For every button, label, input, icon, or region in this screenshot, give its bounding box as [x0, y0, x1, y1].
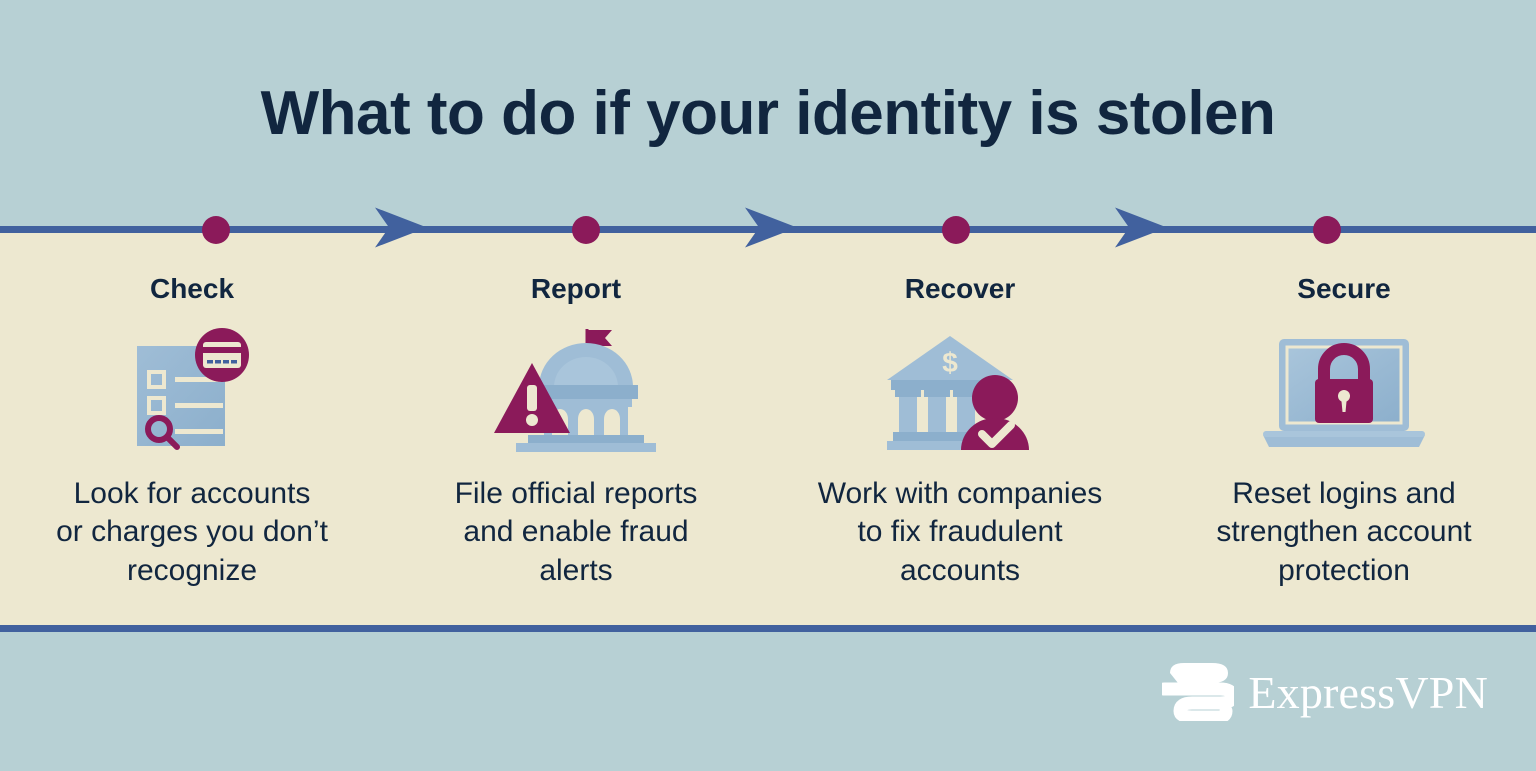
step-text-line: File official reports [454, 476, 698, 510]
step-recover: Recover $ [768, 226, 1152, 590]
expressvpn-wordmark: ExpressVPN [1248, 666, 1488, 718]
step-text-line: strengthen account [1216, 515, 1472, 549]
divider-rule-bottom [0, 625, 1536, 632]
step-label-check: Check [149, 273, 235, 304]
step-label-recover: Recover [904, 273, 1016, 304]
step-text-line: to fix fraudulent [857, 515, 1063, 549]
step-text-recover: Work with companies to fix fraudulent ac… [782, 475, 1138, 590]
step-text-secure: Reset logins and strengthen account prot… [1166, 475, 1522, 590]
step-text-line: Look for accounts [73, 476, 311, 510]
svg-text:$: $ [942, 347, 958, 378]
step-text-check: Look for accounts or charges you don’t r… [14, 475, 370, 590]
step-label-report: Report [530, 273, 622, 304]
step-text-line: and enable fraud [463, 515, 689, 549]
step-text-report: File official reports and enable fraud a… [398, 475, 754, 590]
step-text-line: protection [1278, 553, 1410, 587]
step-text-line: alerts [539, 553, 613, 587]
footer-background-band [0, 632, 1536, 771]
step-text-line: Work with companies [817, 476, 1103, 510]
step-report: Report [384, 226, 768, 590]
laptop-padlock-icon [1166, 323, 1522, 453]
page-title: What to do if your identity is stolen [260, 79, 1276, 148]
expressvpn-e-mark-icon [1157, 659, 1239, 726]
step-text-line: or charges you don’t [56, 515, 328, 549]
step-label-secure: Secure [1297, 273, 1391, 304]
content-background-band [0, 226, 1536, 632]
step-text-line: recognize [126, 553, 258, 587]
step-check: Check [0, 226, 384, 590]
step-secure: Secure [1152, 226, 1536, 590]
step-text-line: Reset logins and [1232, 476, 1456, 510]
top-background-band [0, 0, 1536, 226]
government-building-warning-icon [398, 323, 754, 453]
steps-row: Check [0, 226, 1536, 590]
document-checklist-credit-card-icon [14, 323, 370, 453]
expressvpn-logo: ExpressVPN [1157, 659, 1488, 726]
step-text-line: accounts [899, 553, 1021, 587]
bank-person-check-icon: $ [782, 323, 1138, 453]
